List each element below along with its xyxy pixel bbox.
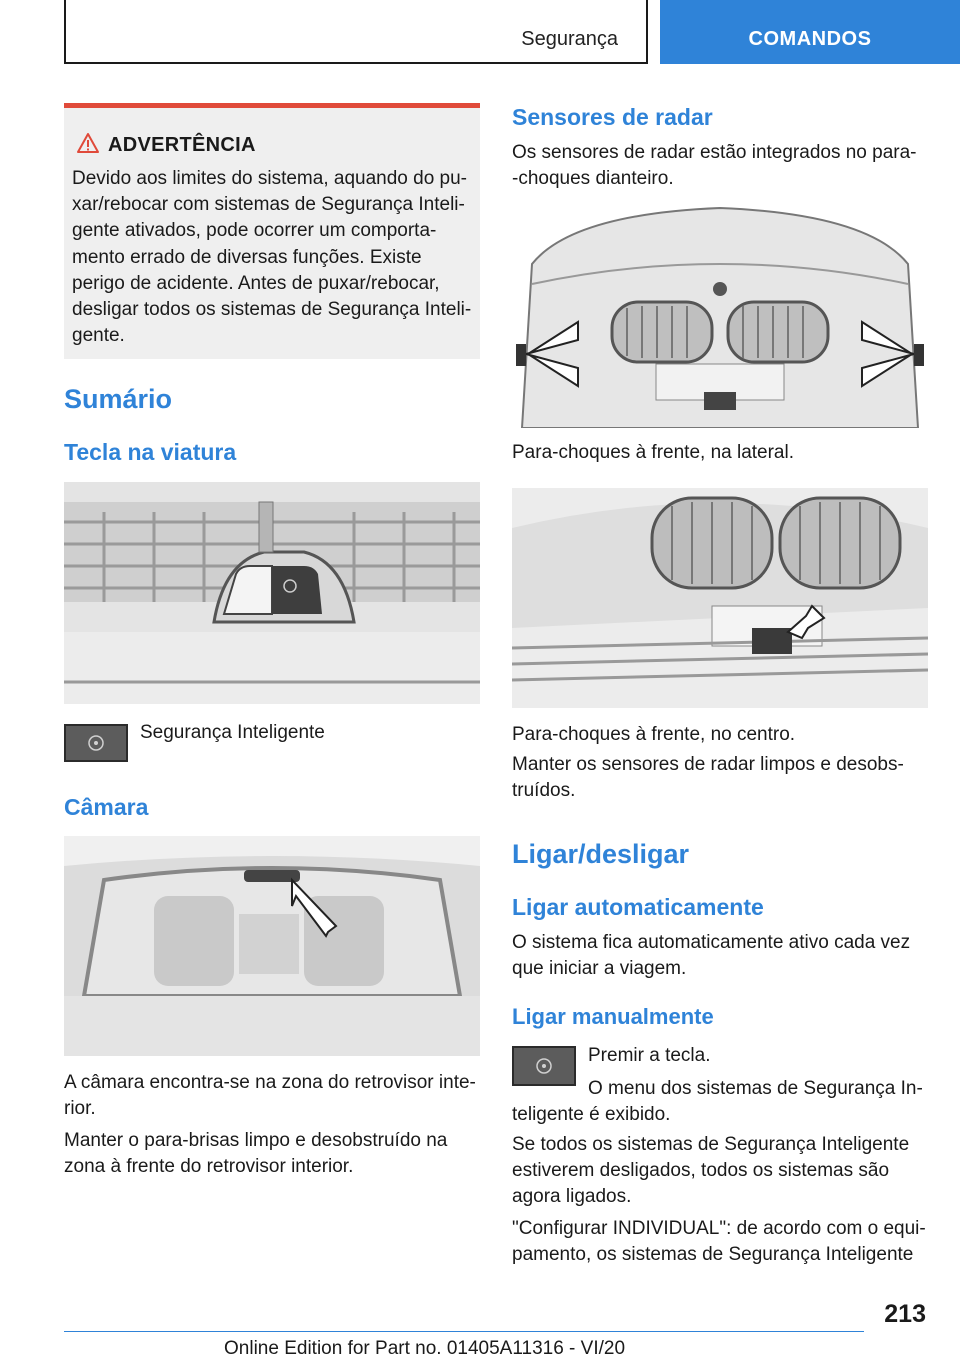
warning-line: gente ativados, pode ocorrer um comporta… bbox=[72, 220, 437, 242]
warning-text: Devido aos limites do sistema, aquando d… bbox=[72, 166, 476, 349]
camera-caption: A câmara encontra-se na zona do retrovis… bbox=[64, 1070, 480, 1122]
auto-on-line: que iniciar a viagem. bbox=[512, 958, 687, 980]
radar-intro-line: Os sensores de radar estão integrados no… bbox=[512, 142, 917, 163]
radar-intro-line: -choques dianteiro. bbox=[512, 168, 674, 190]
camera-keep-line: Manter o para-brisas limpo e desobstruíd… bbox=[64, 1130, 448, 1151]
footer-divider bbox=[64, 1331, 864, 1332]
config-line: pamento, os sistemas de Segurança Inteli… bbox=[512, 1244, 914, 1266]
footer-edition: Online Edition for Part no. 01405A11316 … bbox=[224, 1338, 626, 1359]
menu-shown-line1: O menu dos sistemas de Segurança In‐ bbox=[588, 1078, 923, 1099]
heading-auto-on: Ligar automaticamente bbox=[512, 894, 764, 920]
camera-caption-line: A câmara encontra-se na zona do retrovis… bbox=[64, 1072, 476, 1093]
safety-key-icon bbox=[512, 1046, 576, 1086]
page-number: 213 bbox=[884, 1300, 926, 1328]
heading-button-in-vehicle: Tecla na viatura bbox=[64, 439, 237, 465]
camera-caption-line: rior. bbox=[64, 1098, 96, 1120]
config-individual-text: "Configurar INDIVIDUAL": de acordo com o… bbox=[512, 1216, 928, 1268]
vehicle-button-image bbox=[64, 482, 480, 704]
warning-line: Devido aos limites do sistema, aquando d… bbox=[72, 168, 468, 189]
bumper-center-image bbox=[512, 488, 928, 708]
caption-side: Para-choques à frente, na lateral. bbox=[512, 442, 795, 463]
radar-keep-line: truídos. bbox=[512, 780, 576, 802]
radar-intro: Os sensores de radar estão integrados no… bbox=[512, 140, 928, 192]
warning-triangle-icon bbox=[77, 133, 99, 153]
camera-keep-clear-text: Manter o para-brisas limpo e desobstruíd… bbox=[64, 1128, 480, 1180]
heading-camera: Câmara bbox=[64, 794, 149, 820]
all-off-line: agora ligados. bbox=[512, 1186, 632, 1208]
all-off-line: Se todos os sistemas de Segurança Inteli… bbox=[512, 1134, 910, 1155]
config-line: "Configurar INDIVIDUAL": de acordo com o… bbox=[512, 1218, 926, 1239]
warning-line: mento errado de diversas funções. Existe bbox=[72, 246, 422, 268]
radar-keep-line: Manter os sensores de radar limpos e des… bbox=[512, 754, 904, 775]
camera-keep-line: zona à frente do retrovisor interior. bbox=[64, 1156, 354, 1178]
heading-on-off: Ligar/desligar bbox=[512, 839, 690, 869]
warning-line: xar/rebocar com sistemas de Segurança In… bbox=[72, 194, 465, 216]
header-chapter-tab[interactable]: COMANDOS bbox=[660, 0, 960, 64]
menu-shown-line2: teligente é exibido. bbox=[512, 1104, 671, 1125]
heading-radar-sensors: Sensores de radar bbox=[512, 104, 713, 130]
header-section-title: Segurança bbox=[521, 28, 618, 50]
heading-manual-on: Ligar manualmente bbox=[512, 1004, 714, 1029]
warning-line: perigo de acidente. Antes de puxar/reboc… bbox=[72, 272, 440, 294]
safety-key-icon bbox=[64, 724, 128, 762]
header-chapter-label: COMANDOS bbox=[748, 28, 872, 50]
camera-image bbox=[64, 836, 480, 1056]
all-off-text: Se todos os sistemas de Segurança Inteli… bbox=[512, 1132, 928, 1211]
warning-line: gente. bbox=[72, 325, 125, 347]
key-label: Segurança Inteligente bbox=[140, 722, 325, 743]
press-key-text: Premir a tecla. bbox=[588, 1045, 711, 1066]
warning-line: desligar todos os sistemas de Segurança … bbox=[72, 299, 472, 321]
all-off-line: estiverem desligados, todos os sistemas … bbox=[512, 1160, 890, 1182]
warning-title: ADVERTÊNCIA bbox=[108, 134, 256, 156]
radar-keep-clear-text: Manter os sensores de radar limpos e des… bbox=[512, 752, 928, 804]
bumper-side-image bbox=[512, 204, 928, 428]
auto-on-line: O sistema fica automaticamente ativo cad… bbox=[512, 932, 911, 953]
heading-summary: Sumário bbox=[64, 384, 173, 414]
warning-box: ADVERTÊNCIA Devido aos limites do sistem… bbox=[64, 103, 480, 359]
auto-on-text: O sistema fica automaticamente ativo cad… bbox=[512, 930, 928, 982]
caption-center: Para-choques à frente, no centro. bbox=[512, 724, 796, 745]
header-section-box: Segurança bbox=[64, 0, 648, 64]
